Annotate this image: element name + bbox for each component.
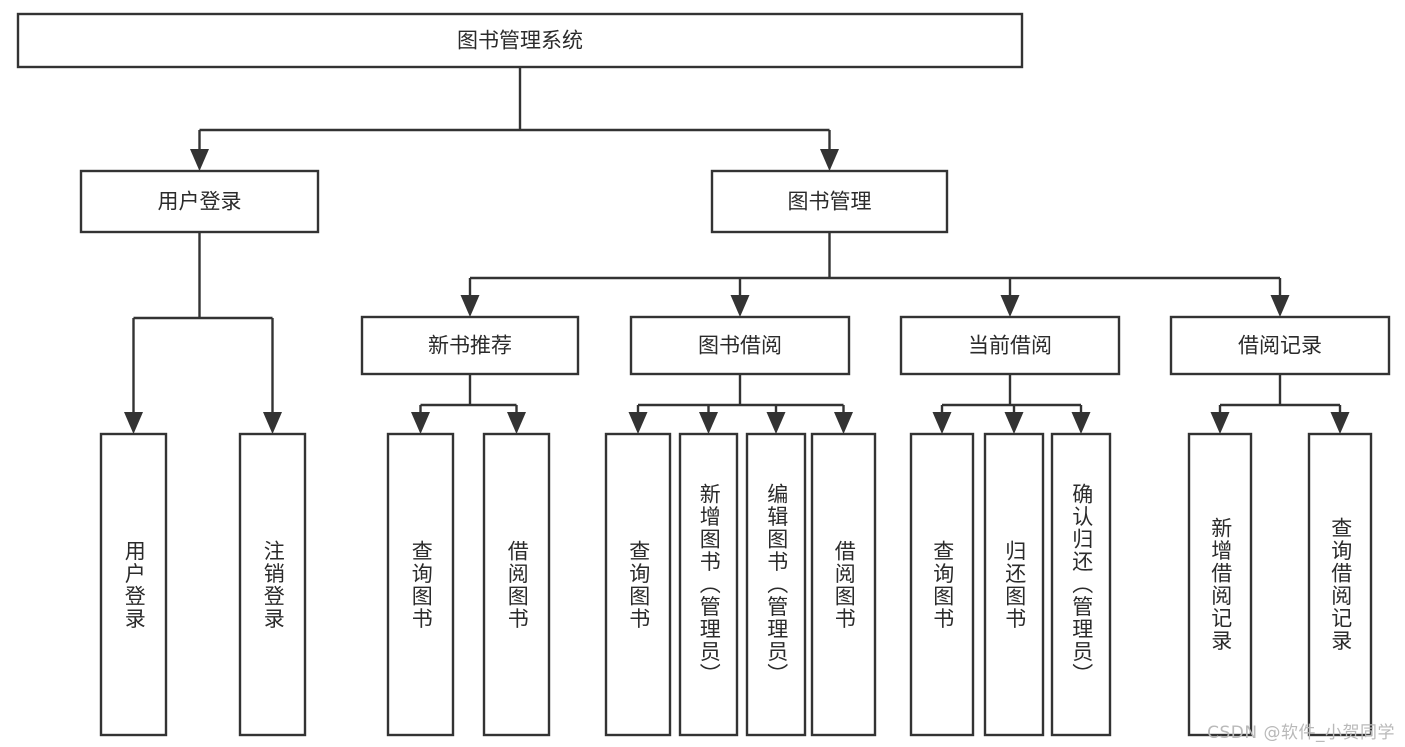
node-box-current-borrow[interactable] bbox=[899, 315, 1121, 376]
node-box-book-borrow[interactable] bbox=[629, 315, 851, 376]
node-box-leaf-rec-query[interactable] bbox=[386, 432, 455, 737]
node-box-leaf-user-login[interactable] bbox=[99, 432, 168, 737]
watermark-text: CSDN @软件_小贺同学 bbox=[1207, 723, 1395, 743]
node-label-book-borrow: 图书借阅 bbox=[698, 334, 782, 358]
node-box-leaf-rec-find[interactable] bbox=[1307, 432, 1373, 737]
node-box-leaf-borrow-query[interactable] bbox=[604, 432, 672, 737]
node-box-leaf-rec-borrow[interactable] bbox=[482, 432, 551, 737]
node-box-book-manage[interactable] bbox=[710, 169, 949, 234]
node-box-leaf-borrow-do[interactable] bbox=[810, 432, 877, 737]
connectors-layer bbox=[124, 67, 1350, 434]
node-label-user-login: 用户登录 bbox=[158, 190, 242, 214]
node-box-leaf-cur-confirm[interactable] bbox=[1050, 432, 1112, 737]
node-box-leaf-cur-query[interactable] bbox=[909, 432, 975, 737]
node-box-leaf-borrow-add[interactable] bbox=[678, 432, 739, 737]
node-box-root[interactable] bbox=[16, 12, 1024, 69]
node-box-leaf-rec-add[interactable] bbox=[1187, 432, 1253, 737]
node-label-borrow-record: 借阅记录 bbox=[1238, 334, 1322, 358]
node-box-leaf-cur-return[interactable] bbox=[983, 432, 1045, 737]
node-label-current-borrow: 当前借阅 bbox=[968, 334, 1052, 358]
node-box-user-login[interactable] bbox=[79, 169, 320, 234]
node-box-leaf-user-logout[interactable] bbox=[238, 432, 307, 737]
node-box-new-book-rec[interactable] bbox=[360, 315, 580, 376]
node-label-root: 图书管理系统 bbox=[457, 29, 583, 53]
node-box-leaf-borrow-edit[interactable] bbox=[745, 432, 807, 737]
node-label-book-manage: 图书管理 bbox=[788, 190, 872, 214]
node-box-borrow-record[interactable] bbox=[1169, 315, 1391, 376]
node-label-new-book-rec: 新书推荐 bbox=[428, 334, 512, 358]
boxes-layer bbox=[16, 12, 1391, 737]
